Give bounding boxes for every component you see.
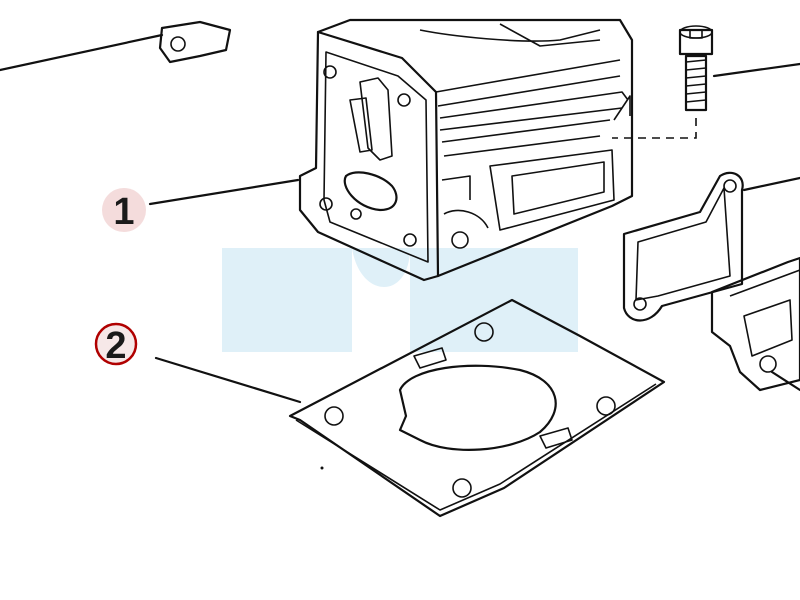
leader-line-2 xyxy=(154,356,302,404)
intake-gasket xyxy=(622,171,800,322)
bolt xyxy=(612,25,800,139)
callout-1-label: 1 xyxy=(113,191,134,233)
watermark xyxy=(222,248,578,352)
callout-2: 2 xyxy=(94,322,138,367)
leader-line-1 xyxy=(148,178,300,206)
right-flange-part xyxy=(710,256,800,392)
top-left-bracket xyxy=(0,20,232,72)
callout-1: 1 xyxy=(102,188,146,233)
cylinder-head xyxy=(298,18,634,282)
base-gasket xyxy=(288,298,666,518)
callout-2-label: 2 xyxy=(105,325,126,367)
